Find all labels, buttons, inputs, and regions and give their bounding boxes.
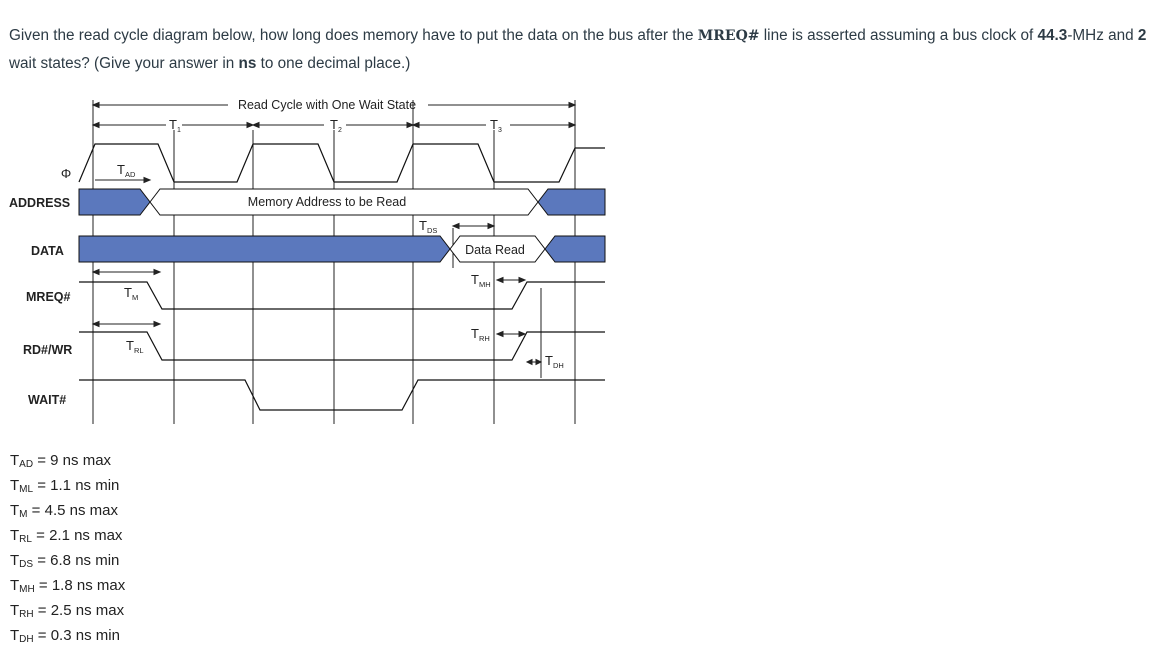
signal-mreq-label: MREQ#	[26, 290, 71, 304]
timing-spec-trh: TRH = 2.5 ns max	[10, 602, 125, 620]
signal-wait-label: WAIT#	[28, 393, 66, 407]
signal-rdwr-label: RD#/WR	[23, 343, 72, 357]
period-arrows	[91, 101, 577, 129]
question-part2: line is asserted assuming a bus clock of	[759, 27, 1038, 44]
wait-waveform	[79, 379, 605, 411]
label-tm: TM	[124, 285, 138, 302]
question-part5: to one decimal place.)	[256, 55, 411, 72]
label-trl: TRL	[126, 338, 144, 355]
question-part4: wait states? (Give your answer in	[9, 55, 239, 72]
timing-arrows	[91, 176, 543, 366]
label-tds: TDS	[419, 218, 437, 235]
address-bus	[78, 188, 606, 216]
mreq-waveform	[79, 281, 605, 310]
timing-spec-trl: TRL = 2.1 ns max	[10, 527, 123, 545]
question-wait-states: 2	[1137, 27, 1147, 44]
signal-data-label: DATA	[31, 244, 64, 258]
period-t3: T3	[490, 117, 502, 134]
timing-spec-tmh: TMH = 1.8 ns max	[10, 577, 126, 595]
period-t2: T2	[330, 117, 342, 134]
timing-spec-tds: TDS = 6.8 ns min	[10, 552, 120, 570]
signal-address-label: ADDRESS	[9, 196, 70, 210]
rdwr-waveform	[79, 331, 605, 361]
signal-clock-label: Φ	[61, 166, 71, 181]
question-signal: MREQ#	[697, 28, 760, 44]
question-part3: -MHz and	[1067, 27, 1138, 44]
read-cycle-timing-diagram: Read Cycle with One Wait State T1 T2 T3 …	[9, 98, 606, 424]
address-bus-label: Memory Address to be Read	[248, 195, 406, 209]
period-t1: T1	[169, 117, 181, 134]
timing-specs-list: TAD = 9 ns max TML = 1.1 ns min TM = 4.5…	[10, 448, 125, 648]
data-bus	[78, 235, 606, 263]
label-tmh: TMH	[471, 272, 491, 289]
question-unit: ns	[238, 55, 257, 72]
label-tad: TAD	[117, 162, 136, 179]
timing-spec-tml: TML = 1.1 ns min	[10, 477, 120, 495]
label-tdh: TDH	[545, 353, 564, 370]
question-text: Given the read cycle diagram below, how …	[9, 22, 1159, 78]
label-trh: TRH	[471, 326, 490, 343]
timing-spec-tad: TAD = 9 ns max	[10, 452, 112, 470]
timing-spec-tm: TM = 4.5 ns max	[10, 502, 118, 520]
question-part1: Given the read cycle diagram below, how …	[9, 27, 698, 44]
diagram-title: Read Cycle with One Wait State	[238, 98, 416, 112]
clock-waveform	[78, 143, 605, 183]
timing-spec-tdh: TDH = 0.3 ns min	[10, 627, 120, 645]
question-clock: 44.3	[1037, 27, 1068, 44]
data-bus-label: Data Read	[465, 243, 525, 257]
